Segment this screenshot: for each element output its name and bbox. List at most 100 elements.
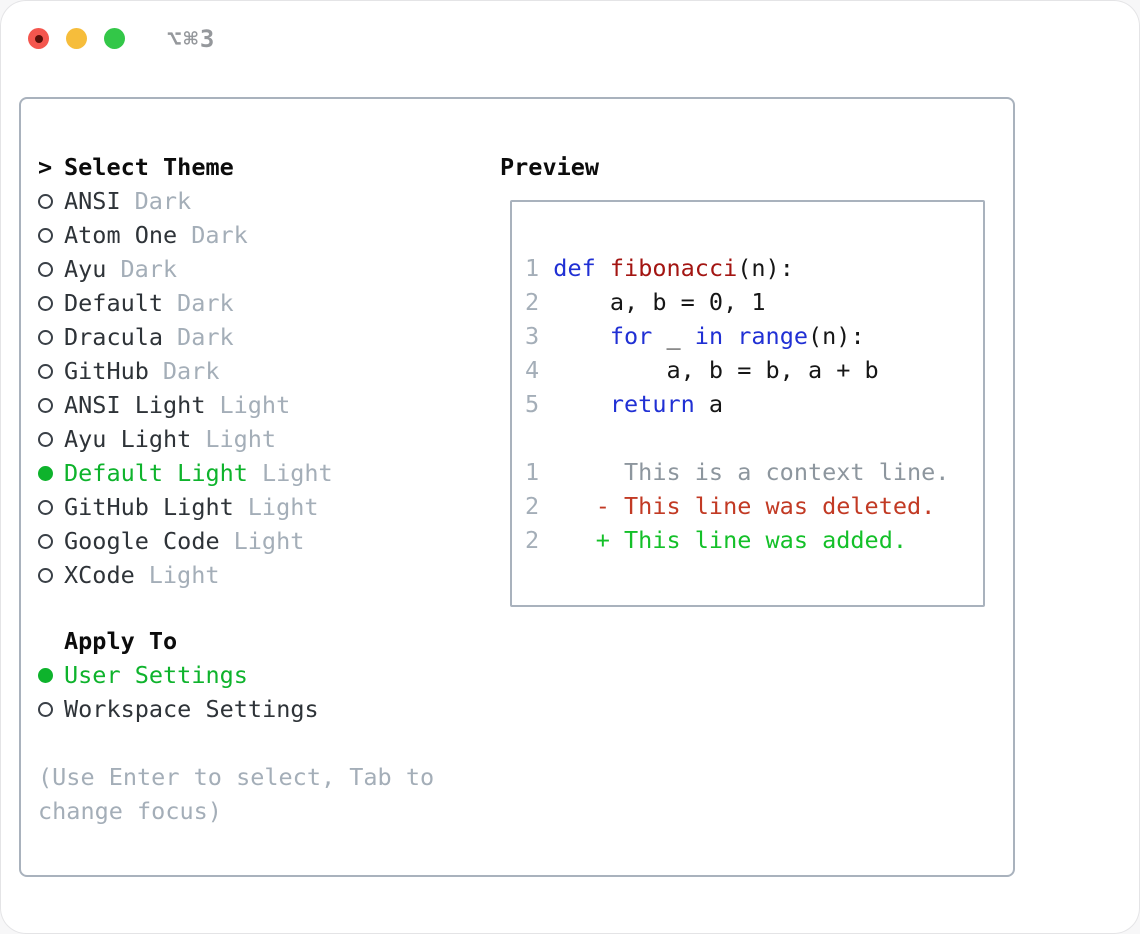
code-line-3: 3 for _ in range(n): [525,319,983,353]
token-plain: (n): [808,322,865,350]
theme-variant-tag: Light [261,459,333,487]
theme-variant-tag: Light [205,425,277,453]
radio-marker [38,465,64,481]
radio-icon [38,261,53,277]
theme-variant-tag: Dark [162,357,220,385]
theme-option-ayu-light[interactable]: Ayu Light Light [38,422,434,456]
line-number: 2 [525,492,554,520]
theme-variant-tag: Dark [134,187,192,215]
apply-option-user-settings[interactable]: User Settings [38,658,434,692]
radio-marker [38,499,64,515]
radio-marker [38,193,64,209]
theme-name: ANSI [64,187,121,215]
radio-marker [38,667,64,683]
apply-option-label: User Settings [64,661,248,689]
code-line-2: 2 a, b = 0, 1 [525,285,983,319]
token-plain [553,390,610,418]
token-keyword: return [609,390,695,418]
radio-icon [38,295,53,311]
theme-option-ayu[interactable]: Ayu Dark [38,252,434,286]
apply-to-label: Apply To [64,627,178,655]
code-line-4: 4 a, b = b, a + b [525,353,983,387]
zoom-button[interactable] [104,28,125,49]
radio-icon [38,431,53,447]
apply-option-label: Workspace Settings [64,695,319,723]
theme-name: Google Code [64,527,220,555]
theme-variant-tag: Dark [120,255,178,283]
theme-option-google-code[interactable]: Google Code Light [38,524,434,558]
theme-name: Ayu [64,255,107,283]
radio-marker [38,701,64,717]
theme-option-ansi-light[interactable]: ANSI Light Light [38,388,434,422]
preview-header: Preview [500,153,600,181]
radio-icon [38,465,53,481]
theme-variant-tag: Light [219,391,291,419]
diff-deleted-line: 2 - This line was deleted. [525,489,983,523]
window-title: ⌥⌘3 [167,25,217,53]
radio-icon [38,567,53,583]
theme-option-dracula[interactable]: Dracula Dark [38,320,434,354]
radio-marker [38,363,64,379]
theme-option-github-light[interactable]: GitHub Light Light [38,490,434,524]
traffic-lights [28,28,125,49]
radio-icon [38,329,53,345]
minimize-button[interactable] [66,28,87,49]
close-button[interactable] [28,28,49,49]
apply-option-workspace-settings[interactable]: Workspace Settings [38,692,434,726]
line-number: 5 [525,390,554,418]
radio-icon [38,193,53,209]
line-number: 3 [525,322,554,350]
radio-marker [38,295,64,311]
theme-name: ANSI Light [64,391,206,419]
select-theme-label: Select Theme [64,153,234,181]
radio-icon [38,667,53,683]
theme-option-atom-one[interactable]: Atom One Dark [38,218,434,252]
token-keyword: range [737,322,808,350]
theme-variant-tag: Dark [177,323,234,351]
line-number: 2 [525,288,554,316]
line-number: 1 [525,254,554,282]
radio-marker [38,227,64,243]
theme-name: Atom One [64,221,178,249]
token-keyword: in [694,322,724,350]
theme-option-xcode[interactable]: XCode Light [38,558,434,592]
token-keyword: for [609,322,653,350]
token-context: This is a context line. [553,458,950,486]
token-plain [596,254,610,282]
token-keyword: def [553,254,596,282]
radio-icon [38,363,53,379]
theme-variant-tag: Dark [177,289,234,317]
code-line-5: 5 return a [525,387,983,421]
help-line-2: change focus) [38,797,222,825]
code-line-1: 1 def fibonacci(n): [525,251,983,285]
theme-variant-tag: Light [233,527,305,555]
theme-name: GitHub Light [64,493,234,521]
help-line-1: (Use Enter to select, Tab to [38,763,435,791]
token-deleted: - This line was deleted. [553,492,936,520]
token-plain: _ [652,322,695,350]
theme-option-ansi[interactable]: ANSI Dark [38,184,434,218]
radio-marker [38,329,64,345]
close-dot-icon [34,34,43,43]
line-number: 2 [525,526,554,554]
token-plain [553,322,610,350]
theme-variant-tag: Dark [191,221,248,249]
select-theme-header: > Select Theme [38,150,434,184]
theme-name: Ayu Light [64,425,192,453]
theme-name: XCode [64,561,135,589]
theme-variant-tag: Light [247,493,319,521]
radio-marker [38,397,64,413]
theme-variant-tag: Light [148,561,220,589]
theme-name: Dracula [64,323,164,351]
spacer [38,726,434,760]
diff-added-line: 2 + This line was added. [525,523,983,557]
